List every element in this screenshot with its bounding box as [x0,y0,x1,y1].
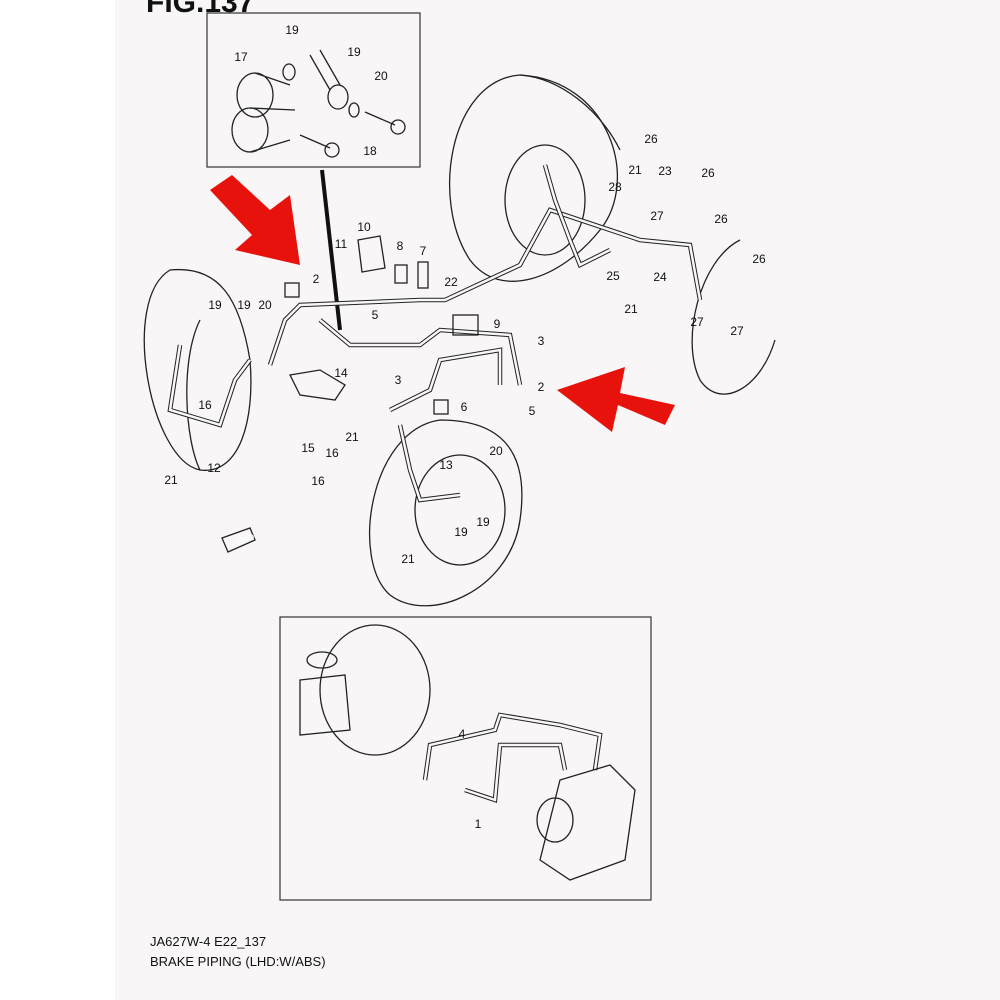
callout-number: 14 [334,366,348,380]
diagram-caption: BRAKE PIPING (LHD:W/ABS) [150,954,326,969]
master-cylinder-abs-drawing [299,624,636,881]
callout-number: 19 [285,23,299,37]
callout-number: 19 [454,525,468,539]
callout-number: 3 [395,373,402,387]
callout-number: 12 [207,461,221,475]
callout-number: 11 [335,237,348,251]
callout-number: 16 [198,398,212,412]
callout-number: 26 [701,166,715,180]
callout-number: 21 [624,302,638,316]
caliper-drawing [231,49,406,158]
callout-number: 13 [439,458,453,472]
callout-number: 27 [690,315,704,329]
callout-number: 19 [237,298,251,312]
callout-number: 27 [650,209,664,223]
callout-number: 16 [325,446,339,460]
inset-caliper-box [206,12,421,168]
callout-number: 19 [347,45,361,59]
callout-number: 3 [538,334,545,348]
callout-number: 26 [644,132,658,146]
callout-number: 26 [714,212,728,226]
callout-number: 9 [494,317,501,331]
callout-number: 1 [475,817,482,831]
callout-number: 28 [608,180,622,194]
callout-number: 5 [372,308,379,322]
callout-number: 2 [313,272,320,286]
callout-number: 6 [461,400,468,414]
small-parts [221,235,479,553]
callout-number: 24 [653,270,667,284]
callout-number: 20 [489,444,503,458]
callout-number: 8 [397,239,404,253]
callout-number: 21 [401,552,415,566]
figure-title: FIG.137 [146,0,255,19]
callout-number: 5 [529,404,536,418]
diagram-code: JA627W-4 E22_137 [150,934,267,949]
callout-number: 7 [420,244,427,258]
callout-number: 2 [538,380,545,394]
callout-number: 20 [374,69,388,83]
callout-number: 4 [459,727,466,741]
callout-number: 27 [730,324,744,338]
callout-number: 19 [476,515,490,529]
callout-number: 21 [164,473,178,487]
callout-number: 15 [301,441,315,455]
callout-number: 21 [345,430,359,444]
callout-number: 26 [752,252,766,266]
callout-number: 20 [258,298,272,312]
callout-number: 21 [628,163,642,177]
callout-number: 16 [311,474,325,488]
brake-pipes [167,164,703,503]
inset-master-cylinder-box [279,616,652,901]
callout-number: 23 [658,164,672,178]
wheels [143,74,776,607]
callout-number: 17 [234,50,248,64]
red-arrow-right [557,367,675,432]
callout-number: 18 [363,144,377,158]
callout-number: 25 [606,269,620,283]
callout-number: 19 [208,298,222,312]
callout-number: 10 [357,220,371,234]
red-arrow-left [210,175,300,265]
callout-number: 22 [444,275,458,289]
